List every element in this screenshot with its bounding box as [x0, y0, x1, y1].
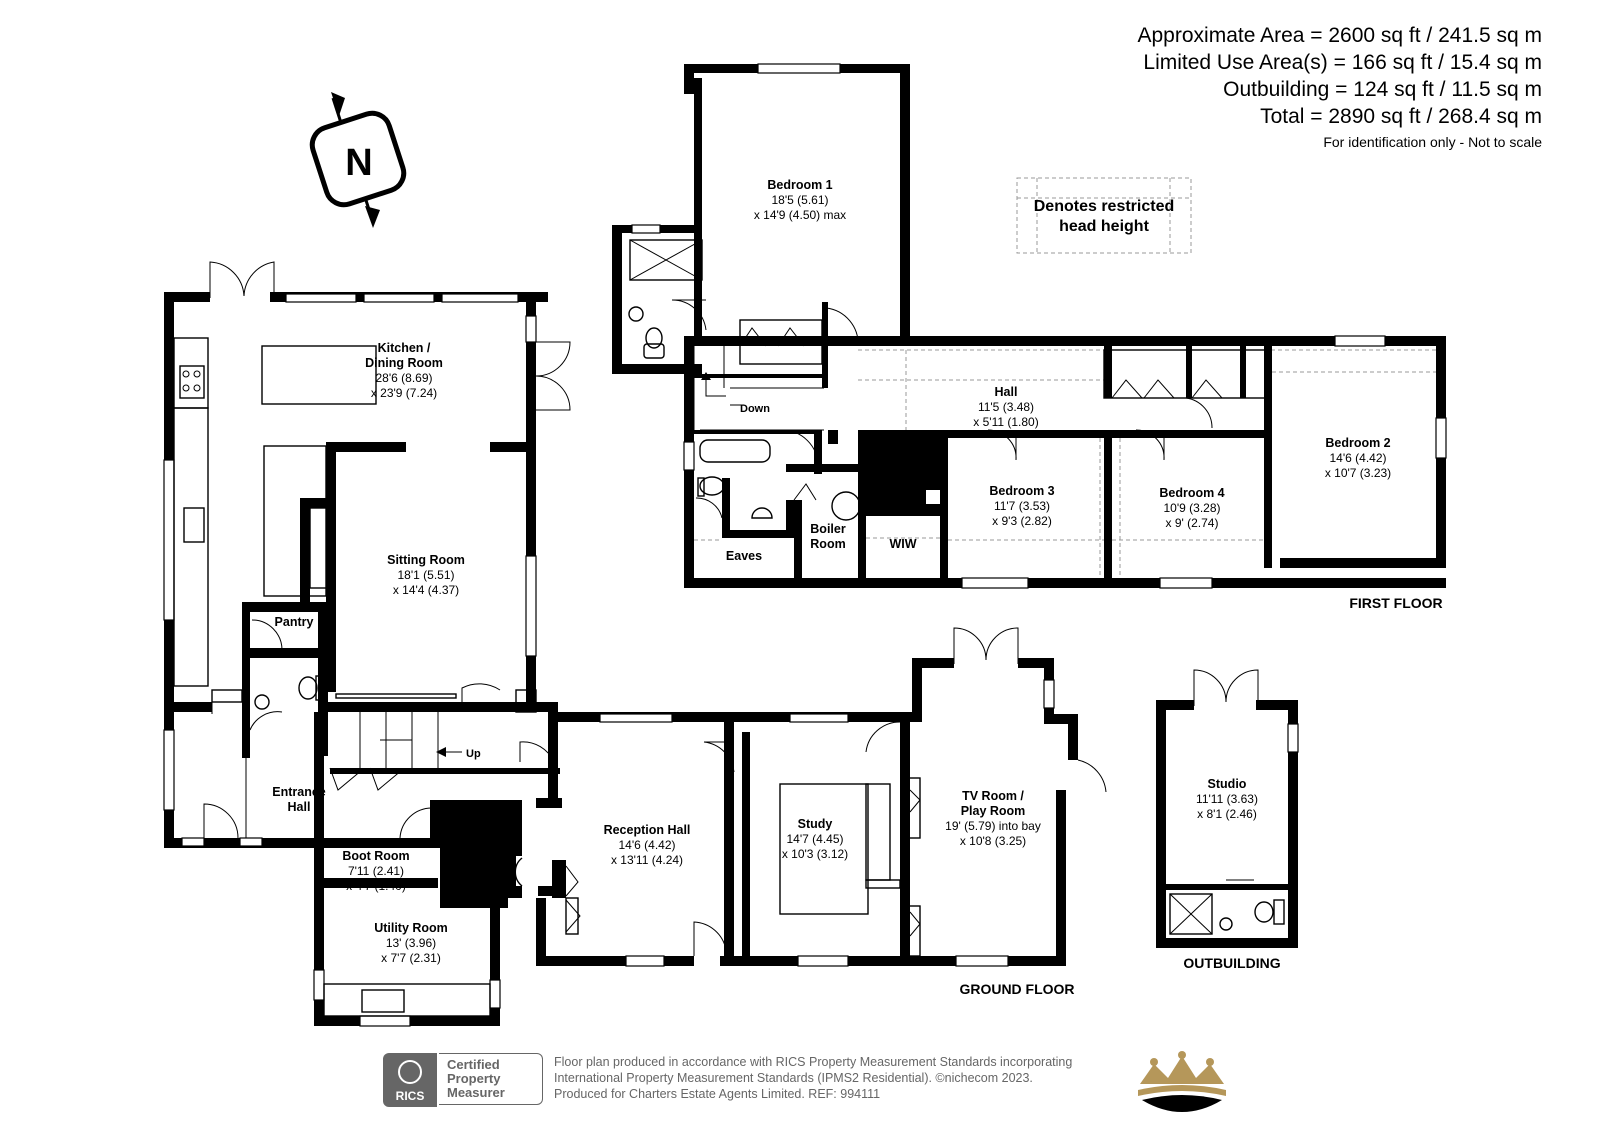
- total-area: Total = 2890 sq ft / 268.4 sq m: [1260, 105, 1542, 128]
- entrance-hall-name-2: Hall: [288, 800, 311, 814]
- bedroom-1-dim1: 18'5 (5.61): [772, 193, 829, 207]
- bedroom-3-dim2: x 9'3 (2.82): [992, 514, 1052, 528]
- compass-letter: N: [345, 142, 372, 184]
- crown-logo-icon: [1138, 1051, 1226, 1112]
- rics-certified-text: Certified Property Measurer: [439, 1053, 543, 1105]
- rics-cert-line3: Measurer: [447, 1085, 505, 1100]
- reception-hall-dim1: 14'6 (4.42): [619, 838, 676, 852]
- first-hall-dim2: x 5'11 (1.80): [973, 415, 1038, 429]
- bedroom-2-name: Bedroom 2: [1325, 436, 1390, 450]
- first-floor-label: FIRST FLOOR: [1349, 595, 1442, 611]
- bedroom-3-name: Bedroom 3: [989, 484, 1054, 498]
- area-summary: Approximate Area = 2600 sq ft / 241.5 sq…: [1138, 22, 1543, 152]
- bedroom-4-dim1: 10'9 (3.28): [1164, 501, 1221, 515]
- entrance-hall-name-1: Entrance: [272, 785, 326, 799]
- bedroom-1-name: Bedroom 1: [767, 178, 832, 192]
- kitchen-dim2: x 23'9 (7.24): [371, 386, 437, 400]
- sitting-room-dim1: 18'1 (5.51): [398, 568, 455, 582]
- restricted-key-line1: Denotes restricted: [1034, 198, 1175, 215]
- utility-room-dim1: 13' (3.96): [386, 936, 436, 950]
- bedroom-2-dim2: x 10'7 (3.23): [1325, 466, 1391, 480]
- footer-disclaimer: Floor plan produced in accordance with R…: [554, 1054, 1072, 1102]
- study-dim1: 14'7 (4.45): [787, 832, 844, 846]
- boiler-room-label-2: Room: [810, 537, 845, 551]
- outbuilding-plan: Studio 11'11 (3.63) x 8'1 (2.46) OUTBUIL…: [1156, 669, 1299, 971]
- limited-use-area: Limited Use Area(s) = 166 sq ft / 15.4 s…: [1143, 51, 1542, 74]
- rics-short-label: RICS: [395, 1089, 425, 1103]
- utility-room-name: Utility Room: [374, 921, 448, 935]
- eaves-label: Eaves: [726, 549, 762, 563]
- boot-room-dim2: x 4'7 (1.40): [346, 879, 406, 893]
- first-hall-name: Hall: [995, 385, 1018, 399]
- outbuilding-label: OUTBUILDING: [1183, 955, 1280, 971]
- restricted-key-line2: head height: [1059, 218, 1149, 235]
- boot-room-dim1: 7'11 (2.41): [348, 864, 404, 878]
- bedroom-4-dim2: x 9' (2.74): [1166, 516, 1219, 530]
- bedroom-3-dim1: 11'7 (3.53): [994, 499, 1050, 513]
- bedroom-2-dim1: 14'6 (4.42): [1330, 451, 1387, 465]
- wiw-label: WIW: [889, 537, 916, 551]
- boot-room-name: Boot Room: [342, 849, 409, 863]
- study-name: Study: [798, 817, 833, 831]
- studio-dim2: x 8'1 (2.46): [1197, 807, 1257, 821]
- approximate-area: Approximate Area = 2600 sq ft / 241.5 sq…: [1137, 24, 1543, 47]
- kitchen-dim1: 28'6 (8.69): [376, 371, 433, 385]
- rics-certified-badge: RICS Certified Property Measurer: [383, 1053, 545, 1107]
- first-hall-dim1: 11'5 (3.48): [978, 400, 1034, 414]
- outbuilding-area: Outbuilding = 124 sq ft / 11.5 sq m: [1223, 78, 1542, 101]
- footer-line2: International Property Measurement Stand…: [554, 1071, 1033, 1085]
- tv-room-name-1: TV Room /: [962, 789, 1024, 803]
- rics-logo-icon: RICS: [383, 1053, 437, 1107]
- pantry-label: Pantry: [275, 615, 314, 629]
- identification-note: For identification only - Not to scale: [1323, 134, 1542, 150]
- tv-room-dim2: x 10'8 (3.25): [960, 834, 1026, 848]
- footer-line1: Floor plan produced in accordance with R…: [554, 1055, 1073, 1069]
- ground-floor-label: GROUND FLOOR: [959, 981, 1074, 997]
- boiler-room-label-1: Boiler: [810, 522, 846, 536]
- studio-dim1: 11'11 (3.63): [1196, 792, 1258, 806]
- tv-room-name-2: Play Room: [961, 804, 1026, 818]
- utility-room-dim2: x 7'7 (2.31): [381, 951, 441, 965]
- ground-floor-plan: Pantry Up: [163, 261, 1107, 1027]
- rics-cert-line2: Property: [447, 1071, 501, 1086]
- ground-up-label: Up: [466, 748, 481, 760]
- restricted-height-key: Denotes restricted head height: [1016, 177, 1192, 254]
- kitchen-name-2: Dining Room: [365, 356, 443, 370]
- compass-north-icon: N: [309, 92, 407, 228]
- first-floor-plan: Down: [612, 63, 1447, 611]
- reception-hall-dim2: x 13'11 (4.24): [611, 853, 683, 867]
- rics-cert-line1: Certified: [447, 1057, 500, 1072]
- sitting-room-dim2: x 14'4 (4.37): [393, 583, 459, 597]
- first-floor-down-label: Down: [740, 403, 770, 415]
- reception-hall-name: Reception Hall: [604, 823, 691, 837]
- bedroom-1-dim2: x 14'9 (4.50) max: [754, 208, 846, 222]
- sitting-room-name: Sitting Room: [387, 553, 465, 567]
- kitchen-name-1: Kitchen /: [378, 341, 431, 355]
- study-dim2: x 10'3 (3.12): [782, 847, 848, 861]
- studio-name: Studio: [1208, 777, 1247, 791]
- tv-room-dim1: 19' (5.79) into bay: [945, 819, 1041, 833]
- bedroom-4-name: Bedroom 4: [1159, 486, 1224, 500]
- footer-line3: Produced for Charters Estate Agents Limi…: [554, 1087, 881, 1101]
